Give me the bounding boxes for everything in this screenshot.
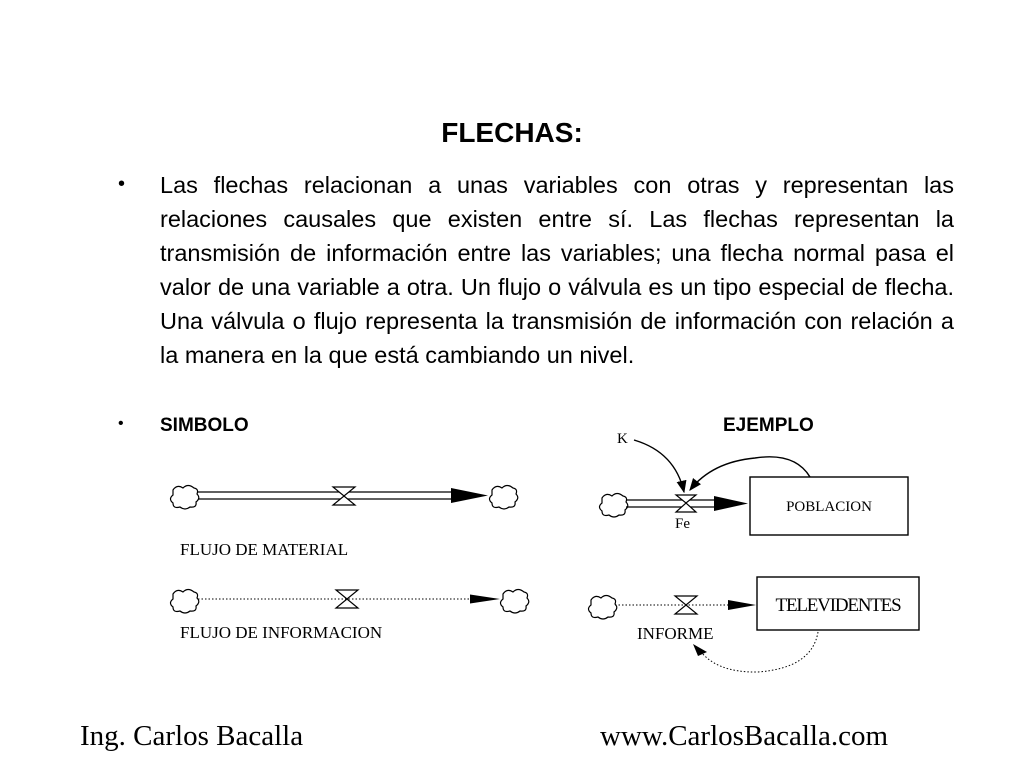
info-flow-name-label: INFORME	[637, 624, 714, 643]
flow-fe-label: Fe	[675, 516, 690, 532]
k-to-flow-arrow	[633, 439, 687, 494]
valve-icon	[334, 589, 360, 609]
bullet-1-marker: •	[118, 173, 126, 195]
valve-icon	[331, 486, 357, 506]
information-flow-label: FLUJO DE INFORMACION	[180, 623, 382, 642]
material-flow-label: FLUJO DE MATERIAL	[180, 540, 348, 559]
bullet-1-paragraph: Las flechas relacionan a unas variables …	[160, 172, 954, 368]
sink-cloud-icon	[488, 484, 519, 510]
source-cloud-icon	[169, 484, 200, 510]
feedback-arrowhead	[693, 644, 707, 656]
viewers-example: INFORME TELEVIDENTES	[587, 576, 920, 673]
flow-arrowhead	[470, 594, 500, 604]
source-cloud-icon	[598, 492, 629, 518]
footer-website: www.CarlosBacalla.com	[600, 720, 889, 752]
sink-cloud-icon	[499, 588, 530, 614]
stock-viewers-label: TELEVIDENTES	[776, 595, 902, 616]
slide-title: FLECHAS:	[441, 117, 583, 148]
source-cloud-icon	[587, 594, 618, 620]
constant-k-label: K	[617, 431, 628, 447]
feedback-dotted-arrow	[697, 631, 819, 673]
flow-arrowhead	[728, 600, 756, 610]
example-heading: EJEMPLO	[723, 415, 814, 436]
valve-icon	[674, 494, 698, 513]
symbol-heading: SIMBOLO	[160, 415, 249, 436]
information-flow-symbol	[169, 588, 530, 614]
population-example: K Fe POBLACION	[598, 431, 909, 536]
footer-author: Ing. Carlos Bacalla	[80, 720, 304, 752]
stock-population-label: POBLACION	[786, 499, 872, 515]
flow-arrowhead	[451, 488, 488, 503]
bullet-2-marker: •	[118, 415, 124, 432]
valve-icon	[673, 595, 699, 615]
material-flow-symbol	[169, 484, 519, 510]
flow-arrowhead	[714, 496, 748, 511]
source-cloud-icon	[169, 588, 200, 614]
stock-feedback-arrow	[689, 456, 811, 491]
stock-population-box	[749, 476, 909, 536]
stock-viewers-box	[756, 576, 920, 631]
